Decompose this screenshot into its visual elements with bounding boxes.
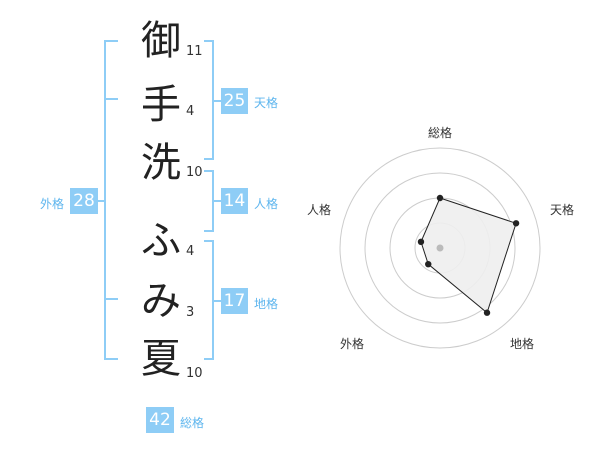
jinkaku-badge: 14: [221, 188, 248, 214]
radar-label-chikaku: 地格: [510, 337, 535, 351]
stroke-count-4: 4: [186, 244, 195, 259]
name-char-3: 洗: [141, 140, 181, 186]
soukaku-label: 総格: [180, 416, 205, 430]
radar-label-tenkaku: 天格: [550, 203, 575, 217]
stroke-count-2: 4: [186, 104, 195, 119]
radar-polygon: [420, 197, 517, 314]
radar-ring-4: [339, 147, 541, 349]
radar-label-soukaku: 総格: [428, 126, 453, 140]
radar-point-1: [436, 194, 444, 202]
gaikaku-label: 外格: [40, 197, 65, 211]
radar-label-jinkaku: 人格: [307, 203, 332, 217]
radar-label-gaikaku: 外格: [340, 337, 365, 351]
jinkaku-label: 人格: [254, 197, 279, 211]
radar-center-dot: [436, 244, 444, 252]
stroke-count-6: 10: [186, 366, 203, 381]
radar-point-3: [483, 309, 491, 316]
name-char-1: 御: [141, 18, 181, 64]
soukaku-badge: 42: [146, 407, 174, 433]
chikaku-label: 地格: [254, 297, 279, 311]
radar-point-5: [417, 238, 425, 246]
name-char-5: み: [141, 278, 181, 324]
gaikaku-badge: 28: [70, 188, 98, 214]
chikaku-badge: 17: [221, 288, 248, 314]
tenkaku-badge: 25: [221, 88, 248, 114]
stroke-count-5: 3: [186, 305, 195, 320]
radar-point-4: [425, 260, 432, 268]
name-char-2: 手: [141, 82, 181, 128]
radar-ring-3: [364, 172, 516, 324]
name-char-6: 夏: [141, 336, 181, 382]
name-char-4: ふ: [141, 218, 181, 264]
radar-point-2: [512, 220, 520, 227]
tenkaku-label: 天格: [254, 96, 279, 110]
stroke-count-1: 11: [186, 44, 203, 59]
stroke-count-3: 10: [186, 165, 203, 180]
